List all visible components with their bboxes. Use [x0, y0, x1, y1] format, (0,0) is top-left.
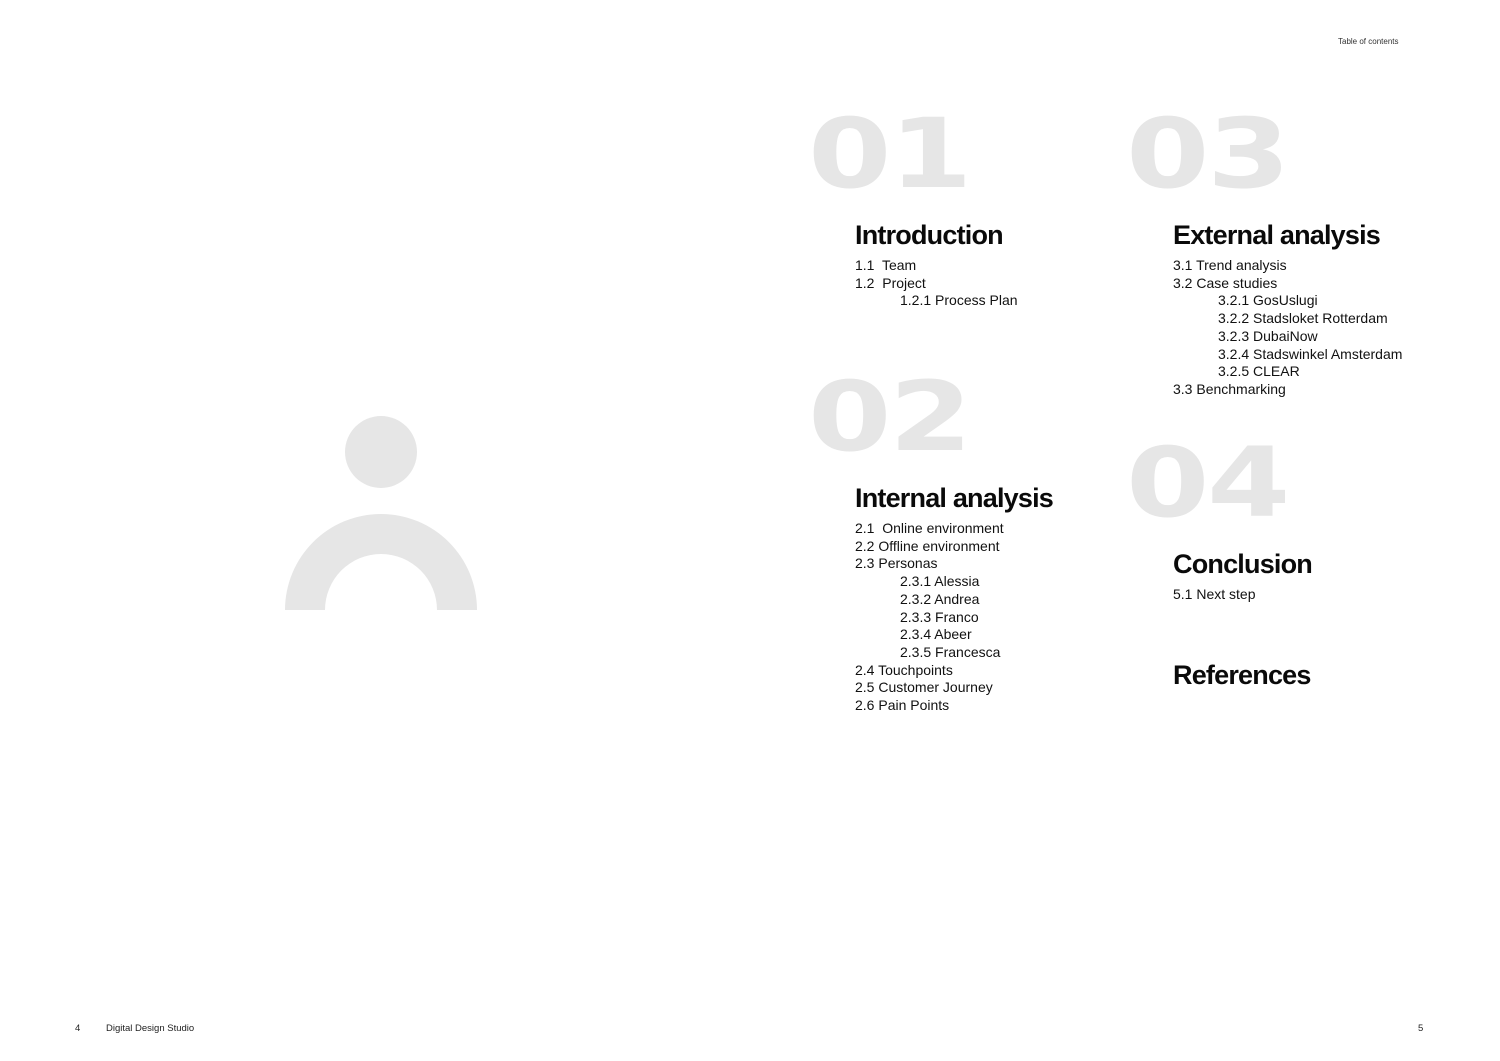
toc-subitem[interactable]: 2.3.3 Franco [900, 608, 979, 625]
toc-subitem[interactable]: 3.2.3 DubaiNow [1218, 327, 1318, 344]
toc-item[interactable]: 2.3 Personas [855, 555, 938, 572]
toc-subitem[interactable]: 2.3.2 Andrea [900, 590, 980, 607]
toc-item[interactable]: 1.2 Project [855, 274, 926, 291]
running-header: Table of contents [1338, 37, 1399, 46]
person-head [345, 416, 417, 488]
section-title-references[interactable]: References [1173, 660, 1311, 690]
toc-subitem[interactable]: 2.3.5 Francesca [900, 643, 1001, 660]
toc-subitem[interactable]: 2.3.1 Alessia [900, 573, 980, 590]
toc-item[interactable]: 3.2 Case studies [1173, 274, 1278, 291]
toc-subitem[interactable]: 3.2.2 Stadsloket Rotterdam [1218, 310, 1388, 327]
toc-list-internal-analysis: 2.1 Online environment 2.2 Offline envir… [855, 520, 1004, 715]
publication-name: Digital Design Studio [106, 1023, 195, 1034]
toc-subitem[interactable]: 3.2.4 Stadswinkel Amsterdam [1218, 345, 1403, 362]
person-body [285, 514, 477, 610]
toc-item[interactable]: 2.5 Customer Journey [855, 679, 993, 696]
section-number-04: 04 [1126, 427, 1290, 539]
toc-list-introduction: 1.1 Team 1.2 Project 1.2.1 Process Plan [855, 257, 1018, 310]
toc-item[interactable]: 5.1 Next step [1173, 586, 1256, 602]
toc-subitem[interactable]: 3.2.1 GosUslugi [1218, 292, 1318, 309]
toc-item[interactable]: 2.1 Online environment [855, 520, 1004, 536]
person-icon [285, 416, 477, 610]
section-title-introduction[interactable]: Introduction [855, 220, 1004, 250]
toc-item[interactable]: 2.2 Offline environment [855, 537, 1000, 554]
toc-item[interactable]: 1.1 Team [855, 257, 917, 273]
toc-subitem[interactable]: 1.2.1 Process Plan [900, 292, 1018, 309]
toc-subitem[interactable]: 2.3.4 Abeer [900, 626, 972, 643]
section-title-internal-analysis[interactable]: Internal analysis [855, 483, 1054, 513]
toc-item[interactable]: 3.3 Benchmarking [1173, 380, 1286, 397]
toc-list-conclusion: 5.1 Next step [1173, 586, 1256, 604]
section-title-external-analysis[interactable]: External analysis [1173, 220, 1381, 250]
toc-list-external-analysis: 3.1 Trend analysis 3.2 Case studies 3.2.… [1173, 257, 1402, 399]
page-number-left: 4 [75, 1023, 81, 1034]
section-title-conclusion[interactable]: Conclusion [1173, 549, 1313, 579]
section-number-01: 01 [808, 98, 972, 210]
section-number-02: 02 [808, 361, 972, 473]
toc-item[interactable]: 2.4 Touchpoints [855, 661, 953, 678]
toc-item[interactable]: 3.1 Trend analysis [1173, 257, 1287, 273]
toc-item[interactable]: 2.6 Pain Points [855, 697, 950, 714]
section-number-03: 03 [1126, 98, 1290, 210]
toc-subitem[interactable]: 3.2.5 CLEAR [1218, 363, 1300, 380]
page-number-right: 5 [1418, 1023, 1424, 1034]
